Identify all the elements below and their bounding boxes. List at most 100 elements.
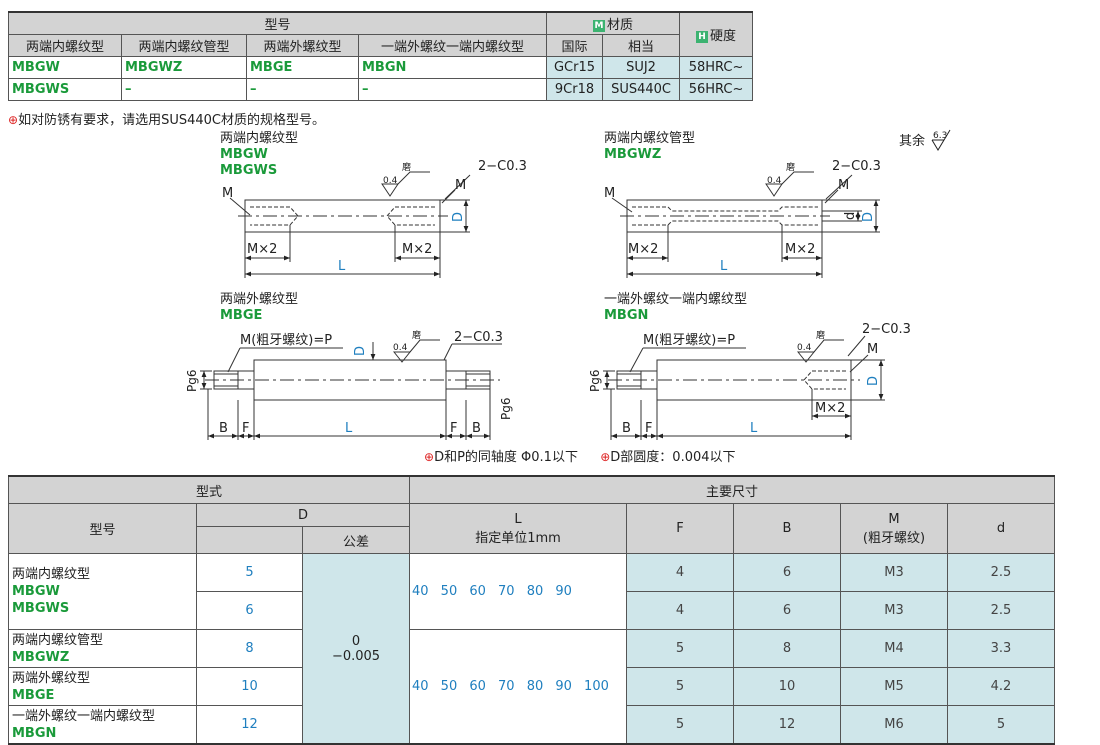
svg-text:0.4: 0.4 [797,343,812,353]
header-type: 型式 [8,475,410,504]
f-value: 5 [626,629,734,668]
small-d-value: 4.2 [946,667,1056,706]
svg-text:0.4: 0.4 [767,176,782,186]
svg-text:M: M [867,342,878,357]
d-value: 5 [196,553,303,592]
svg-text:L: L [720,259,728,274]
type-name-cell: 一端外螺纹一端内螺纹型 MBGN [8,705,197,745]
hardness-badge-icon: H [696,31,709,43]
svg-text:0.4: 0.4 [393,343,408,353]
b-value: 12 [733,705,841,745]
diagram-label-mbge: 两端外螺纹型 MBGE [220,292,299,323]
svg-text:0.4: 0.4 [383,176,398,186]
col-small-d: d [946,503,1056,554]
col-tolerance: 公差 [302,526,410,554]
svg-text:F: F [645,421,652,436]
m-value: M4 [840,629,948,668]
material-equiv: SUS440C [602,78,681,101]
table-row: 两端内螺纹管型 MBGWZ 8 40 50 60 70 80 90 100 5 … [8,629,1056,745]
col-model: 型号 [8,503,197,554]
svg-text:M×2: M×2 [247,242,277,257]
svg-text:D: D [866,376,881,386]
svg-text:M: M [604,186,615,201]
small-d-value: 2.5 [946,553,1056,592]
material-intl: GCr15 [546,56,604,79]
m-value: M5 [840,667,948,706]
f-value: 4 [626,553,734,592]
subheader-intl: 国际 [546,34,604,57]
table-row: 两端内螺纹型 MBGW MBGWS 5 0−0.005 40 50 60 70 … [8,553,1056,745]
diagram-label-mbgwz: 两端内螺纹管型 MBGWZ [604,131,696,162]
drawing-mbgw [229,171,471,278]
svg-text:M(粗牙螺纹)=P: M(粗牙螺纹)=P [643,333,735,348]
drawing-mbgwz [611,171,880,278]
roughness-note: 其余 [899,134,926,149]
model-code: – [246,78,359,101]
svg-text:磨: 磨 [816,330,825,341]
table-row: MBGW MBGWZ MBGE MBGN GCr15 SUJ2 58HRC~ [8,56,754,79]
svg-text:M×2: M×2 [815,401,845,416]
svg-text:D: D [861,212,876,222]
model-code: MBGWZ [121,56,247,79]
subheader-type: 两端内螺纹管型 [121,34,247,57]
col-m: M(粗牙螺纹) [840,503,948,554]
tolerance-cell: 0−0.005 [302,553,410,745]
material-intl: 9Cr18 [546,78,604,101]
small-d-value: 3.3 [946,629,1056,668]
header-main-dims: 主要尺寸 [408,475,1056,504]
svg-text:B: B [472,421,481,436]
col-f: F [626,503,734,554]
f-value: 4 [626,591,734,630]
length-options: 40 50 60 70 80 90 100 [409,629,627,745]
svg-text:D: D [451,212,466,222]
d-value: 6 [196,591,303,630]
svg-text:F: F [450,421,457,436]
svg-text:B: B [219,421,228,436]
svg-text:B: B [622,421,631,436]
note-mark-icon: ⊕ [8,113,19,127]
roughness-symbol-icon: 6.3 [931,129,951,151]
m-value: M3 [840,591,948,630]
hardness-value: 58HRC~ [679,56,754,79]
technical-drawings: M M 2−C0.3 0.4 磨 M×2 M×2 L D M M [185,159,911,440]
type-name-cell: 两端内螺纹管型 MBGWZ [8,629,197,668]
svg-text:6.3: 6.3 [933,131,947,141]
svg-text:L: L [345,421,353,436]
svg-text:D: D [353,346,368,356]
d-value: 12 [196,705,303,745]
header-model: 型号 [7,11,548,35]
svg-text:M: M [222,186,233,201]
m-value: M6 [840,705,948,745]
tolerance-note: ⊕D和P的同轴度 Φ0.1以下 ⊕D部圆度：0.004以下 [424,450,736,465]
svg-text:2−C0.3: 2−C0.3 [862,322,911,337]
svg-text:Pg6: Pg6 [588,370,602,393]
svg-text:L: L [338,259,346,274]
svg-text:磨: 磨 [402,162,411,173]
small-d-value: 5 [946,705,1056,745]
svg-text:磨: 磨 [786,162,795,173]
col-d: D [196,503,410,527]
svg-text:2−C0.3: 2−C0.3 [478,159,527,174]
drawing-mbge [200,339,502,440]
b-value: 8 [733,629,841,668]
subheader-type: 两端内螺纹型 [8,34,122,57]
d-value: 8 [196,629,303,668]
svg-text:M: M [455,178,466,193]
table-row: MBGWS – – – 9Cr18 SUS440C 56HRC~ [8,78,754,101]
svg-text:M×2: M×2 [402,242,432,257]
svg-text:2−C0.3: 2−C0.3 [454,330,503,345]
svg-text:F: F [242,421,249,436]
rust-note: ⊕如对防锈有要求，请选用SUS440C材质的规格型号。 [8,113,325,128]
svg-text:L: L [750,421,758,436]
svg-text:Pg6: Pg6 [499,398,513,421]
material-equiv: SUJ2 [602,56,681,79]
type-name-cell: 两端内螺纹型 MBGW MBGWS [8,553,197,630]
drawing-mbgn [603,335,885,440]
d-value: 10 [196,667,303,706]
b-value: 6 [733,591,841,630]
